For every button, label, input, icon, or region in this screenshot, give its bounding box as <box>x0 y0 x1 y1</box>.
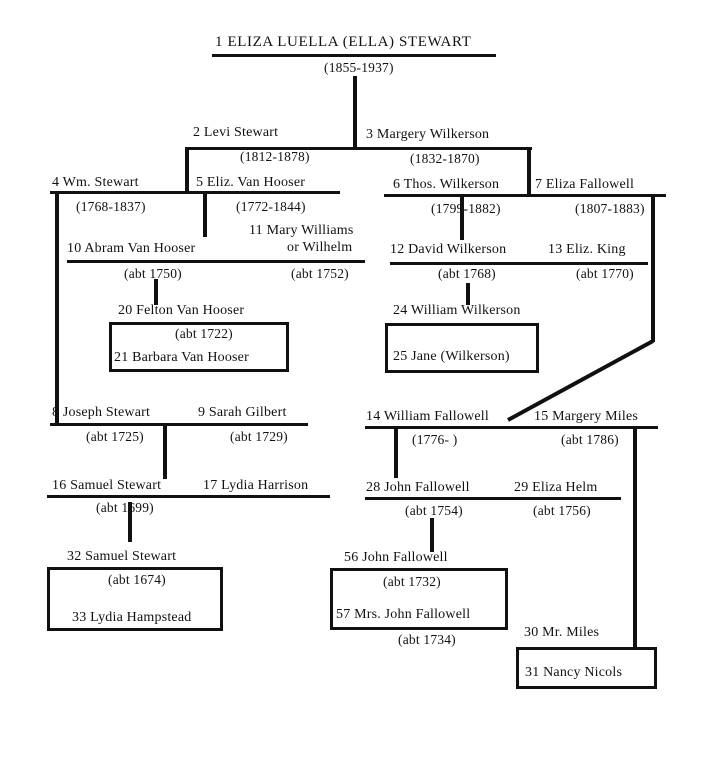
person-28-dates: (abt 1754) <box>405 503 463 518</box>
person-13-name: 13 Eliz. King <box>548 242 626 257</box>
person-17-name: 17 Lydia Harrison <box>203 478 309 493</box>
person-24-name: 24 William Wilkerson <box>393 303 521 318</box>
person-57-dates: (abt 1734) <box>398 632 456 647</box>
person-11-name: 11 Mary Williams <box>249 223 354 238</box>
person-3-name: 3 Margery Wilkerson <box>366 127 490 142</box>
couple-28-29-line <box>365 497 621 500</box>
person-6-dates: (1799-1882) <box>431 201 501 216</box>
person-5-name: 5 Eliz. Van Hooser <box>196 175 306 190</box>
person-56-name: 56 John Fallowell <box>344 550 448 565</box>
person-29-name: 29 Eliza Helm <box>514 480 598 495</box>
person-15-dates: (abt 1786) <box>561 432 619 447</box>
connector-3 <box>527 147 531 194</box>
person-29-dates: (abt 1756) <box>533 503 591 518</box>
person-8-dates: (abt 1725) <box>86 429 144 444</box>
person-16-dates: (abt 1699) <box>96 500 154 515</box>
person-11-dates: (abt 1752) <box>291 266 349 281</box>
person-1-line <box>212 54 496 57</box>
connector-7 <box>651 194 655 342</box>
person-13-dates: (abt 1770) <box>576 266 634 281</box>
couple-6-7-line <box>384 194 666 197</box>
connector-6 <box>460 194 464 240</box>
person-2-dates: (1812-1878) <box>240 149 310 164</box>
person-12-dates: (abt 1768) <box>438 266 496 281</box>
person-2-name: 2 Levi Stewart <box>193 125 279 140</box>
person-32-dates: (abt 1674) <box>108 572 166 587</box>
person-9-name: 9 Sarah Gilbert <box>198 405 287 420</box>
couple-14-15-line <box>365 426 658 429</box>
person-1-name: 1 ELIZA LUELLA (ELLA) STEWART <box>215 34 472 50</box>
connector-5 <box>203 191 207 237</box>
couple-16-17-line <box>47 495 330 498</box>
person-16-name: 16 Samuel Stewart <box>52 478 162 493</box>
person-5-dates: (1772-1844) <box>236 199 306 214</box>
person-4-dates: (1768-1837) <box>76 199 146 214</box>
connector-1 <box>353 76 357 149</box>
person-7-dates: (1807-1883) <box>575 201 645 216</box>
couple-56-57-box <box>330 568 508 630</box>
person-21-name: 21 Barbara Van Hooser <box>114 350 249 365</box>
person-30-name: 30 Mr. Miles <box>524 625 600 640</box>
person-31-name: 31 Nancy Nicols <box>525 665 623 680</box>
couple-8-9-line <box>50 423 308 426</box>
person-15-name: 15 Margery Miles <box>534 409 639 424</box>
person-1-dates: (1855-1937) <box>324 60 394 75</box>
person-14-name: 14 William Fallowell <box>366 409 489 424</box>
person-28-name: 28 John Fallowell <box>366 480 470 495</box>
person-20-dates: (abt 1722) <box>175 326 233 341</box>
person-10-dates: (abt 1750) <box>124 266 182 281</box>
connector-28 <box>430 518 434 552</box>
couple-30-31-box <box>516 647 657 689</box>
person-25-name: 25 Jane (Wilkerson) <box>393 349 510 364</box>
connector-10 <box>154 279 158 305</box>
person-7-name: 7 Eliza Fallowell <box>535 177 635 192</box>
person-3-dates: (1832-1870) <box>410 151 480 166</box>
person-4-name: 4 Wm. Stewart <box>52 175 139 190</box>
couple-10-11-line <box>67 260 365 263</box>
person-11-name-alt: or Wilhelm <box>287 240 353 255</box>
person-20-name: 20 Felton Van Hooser <box>118 303 245 318</box>
couple-32-33-box <box>47 567 223 631</box>
person-14-dates: (1776- ) <box>412 432 458 447</box>
person-33-name: 33 Lydia Hampstead <box>72 610 192 625</box>
couple-20-21-box <box>109 322 289 372</box>
connector-4 <box>55 191 59 425</box>
couple-24-25-box <box>385 323 539 373</box>
person-12-name: 12 David Wilkerson <box>390 242 507 257</box>
couple-2-3-line <box>186 147 532 150</box>
person-8-name: 8 Joseph Stewart <box>52 405 151 420</box>
couple-4-5-line <box>50 191 340 194</box>
person-56-dates: (abt 1732) <box>383 574 441 589</box>
connector-8 <box>163 423 167 479</box>
connector-12 <box>466 283 470 305</box>
connector-15 <box>633 426 637 648</box>
person-32-name: 32 Samuel Stewart <box>67 549 177 564</box>
connector-16 <box>128 502 132 542</box>
couple-12-13-line <box>390 262 648 265</box>
connector-2 <box>185 147 189 193</box>
person-9-dates: (abt 1729) <box>230 429 288 444</box>
person-6-name: 6 Thos. Wilkerson <box>393 177 500 192</box>
person-57-name: 57 Mrs. John Fallowell <box>336 607 471 622</box>
person-10-name: 10 Abram Van Hooser <box>67 241 196 256</box>
connector-14 <box>394 426 398 478</box>
